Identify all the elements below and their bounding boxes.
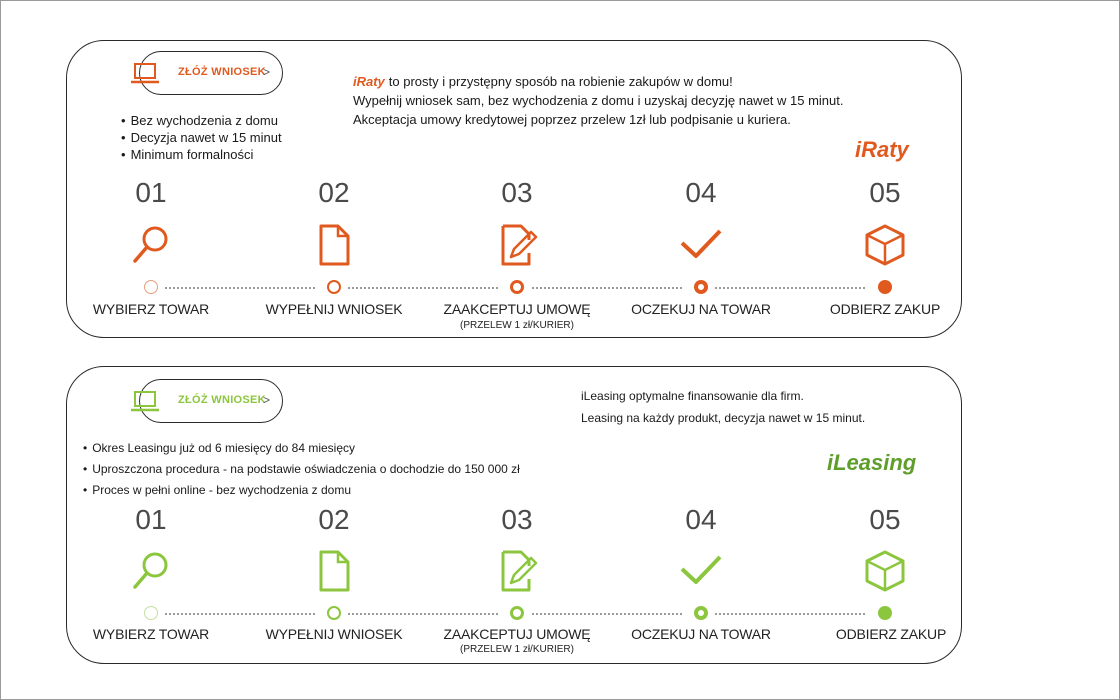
step-marker <box>144 280 158 294</box>
step-label: ZAAKCEPTUJ UMOWĘ <box>443 301 591 317</box>
progress-connector <box>715 613 865 617</box>
iraty-panel: ZŁÓŻ WNIOSEK > Bez wychodzenia z domu De… <box>66 40 962 338</box>
list-item: Uproszczona procedura - na podstawie ośw… <box>83 459 520 480</box>
step-marker <box>694 280 708 294</box>
list-item: Proces w pełni online - bez wychodzenia … <box>83 480 520 501</box>
step-marker <box>878 280 892 294</box>
magnifier-icon <box>133 226 168 263</box>
step-number: 04 <box>685 177 717 208</box>
step-sublabel: (PRZELEW 1 zł/KURIER) <box>460 644 574 655</box>
ileasing-intro: iLeasing optymalne finansowanie dla firm… <box>581 385 865 429</box>
step-number: 04 <box>685 504 717 535</box>
iraty-apply-button[interactable]: ZŁÓŻ WNIOSEK > <box>131 51 283 95</box>
list-item: Decyzja nawet w 15 minut <box>121 129 282 146</box>
step-number: 01 <box>135 177 167 208</box>
ileasing-panel: ZŁÓŻ WNIOSEK > Okres Leasingu już od 6 m… <box>66 366 962 664</box>
step-label: OCZEKUJ NA TOWAR <box>631 301 771 317</box>
list-item: Minimum formalności <box>121 146 282 163</box>
list-item: Okres Leasingu już od 6 miesięcy do 84 m… <box>83 438 520 459</box>
step-number: 03 <box>501 504 533 535</box>
checkmark-icon <box>680 555 722 584</box>
ileasing-logo: iLeasing <box>827 450 917 475</box>
step-marker <box>327 280 341 294</box>
step-label: ODBIERZ ZAKUP <box>829 301 941 317</box>
iraty-logo: iRaty <box>855 137 909 162</box>
iraty-intro-line: Akceptacja umowy kredytowej poprzez prze… <box>353 112 791 127</box>
progress-connector <box>532 613 682 617</box>
iraty-benefits-list: Bez wychodzenia z domu Decyzja nawet w 1… <box>121 112 282 163</box>
iraty-intro-line: to prosty i przystępny sposób na robieni… <box>388 74 733 89</box>
step-number: 02 <box>318 177 350 208</box>
step-number: 01 <box>135 504 167 535</box>
step-label: WYBIERZ TOWAR <box>92 301 210 317</box>
step-sublabel: (PRZELEW 1 zł/KURIER) <box>460 320 574 331</box>
progress-connector <box>348 287 498 291</box>
step-number: 05 <box>869 504 901 535</box>
progress-connector <box>532 287 682 291</box>
ileasing-benefits-list: Okres Leasingu już od 6 miesięcy do 84 m… <box>83 438 520 501</box>
ileasing-intro-line: iLeasing optymalne finansowanie dla firm… <box>581 389 804 403</box>
step-marker <box>878 606 892 620</box>
package-box-icon <box>865 550 905 592</box>
chevron-right-icon: > <box>262 65 270 79</box>
progress-connector <box>348 613 498 617</box>
step-number: 02 <box>318 504 350 535</box>
chevron-right-icon: > <box>262 393 270 407</box>
step-marker <box>144 606 158 620</box>
iraty-intro-line: Wypełnij wniosek sam, bez wychodzenia z … <box>353 93 844 108</box>
ileasing-apply-label: ZŁÓŻ WNIOSEK <box>178 394 266 406</box>
progress-connector <box>165 287 315 291</box>
ileasing-intro-line: Leasing na każdy produkt, decyzja nawet … <box>581 411 866 425</box>
checkmark-icon <box>680 229 722 258</box>
laptop-icon <box>131 63 159 84</box>
step-label: OCZEKUJ NA TOWAR <box>631 626 771 642</box>
document-icon <box>319 224 350 266</box>
progress-connector <box>715 287 865 291</box>
list-item: Bez wychodzenia z domu <box>121 112 282 129</box>
step-label: ODBIERZ ZAKUP <box>835 626 947 642</box>
magnifier-icon <box>133 552 168 589</box>
step-label: WYPEŁNIJ WNIOSEK <box>265 626 403 642</box>
progress-connector <box>165 613 315 617</box>
step-number: 05 <box>869 177 901 208</box>
step-number: 03 <box>501 177 533 208</box>
step-marker <box>694 606 708 620</box>
document-icon <box>319 550 350 592</box>
ileasing-apply-button[interactable]: ZŁÓŻ WNIOSEK > <box>131 379 283 423</box>
step-marker <box>327 606 341 620</box>
step-marker <box>510 280 524 294</box>
package-box-icon <box>865 224 905 266</box>
step-label: WYPEŁNIJ WNIOSEK <box>265 301 403 317</box>
sign-document-icon <box>501 224 538 266</box>
step-label: WYBIERZ TOWAR <box>92 626 210 642</box>
step-label: ZAAKCEPTUJ UMOWĘ <box>443 626 591 642</box>
step-marker <box>510 606 524 620</box>
iraty-intro-brand: iRaty <box>353 74 385 89</box>
laptop-icon <box>131 391 159 412</box>
sign-document-icon <box>501 550 538 592</box>
iraty-apply-label: ZŁÓŻ WNIOSEK <box>178 66 266 78</box>
